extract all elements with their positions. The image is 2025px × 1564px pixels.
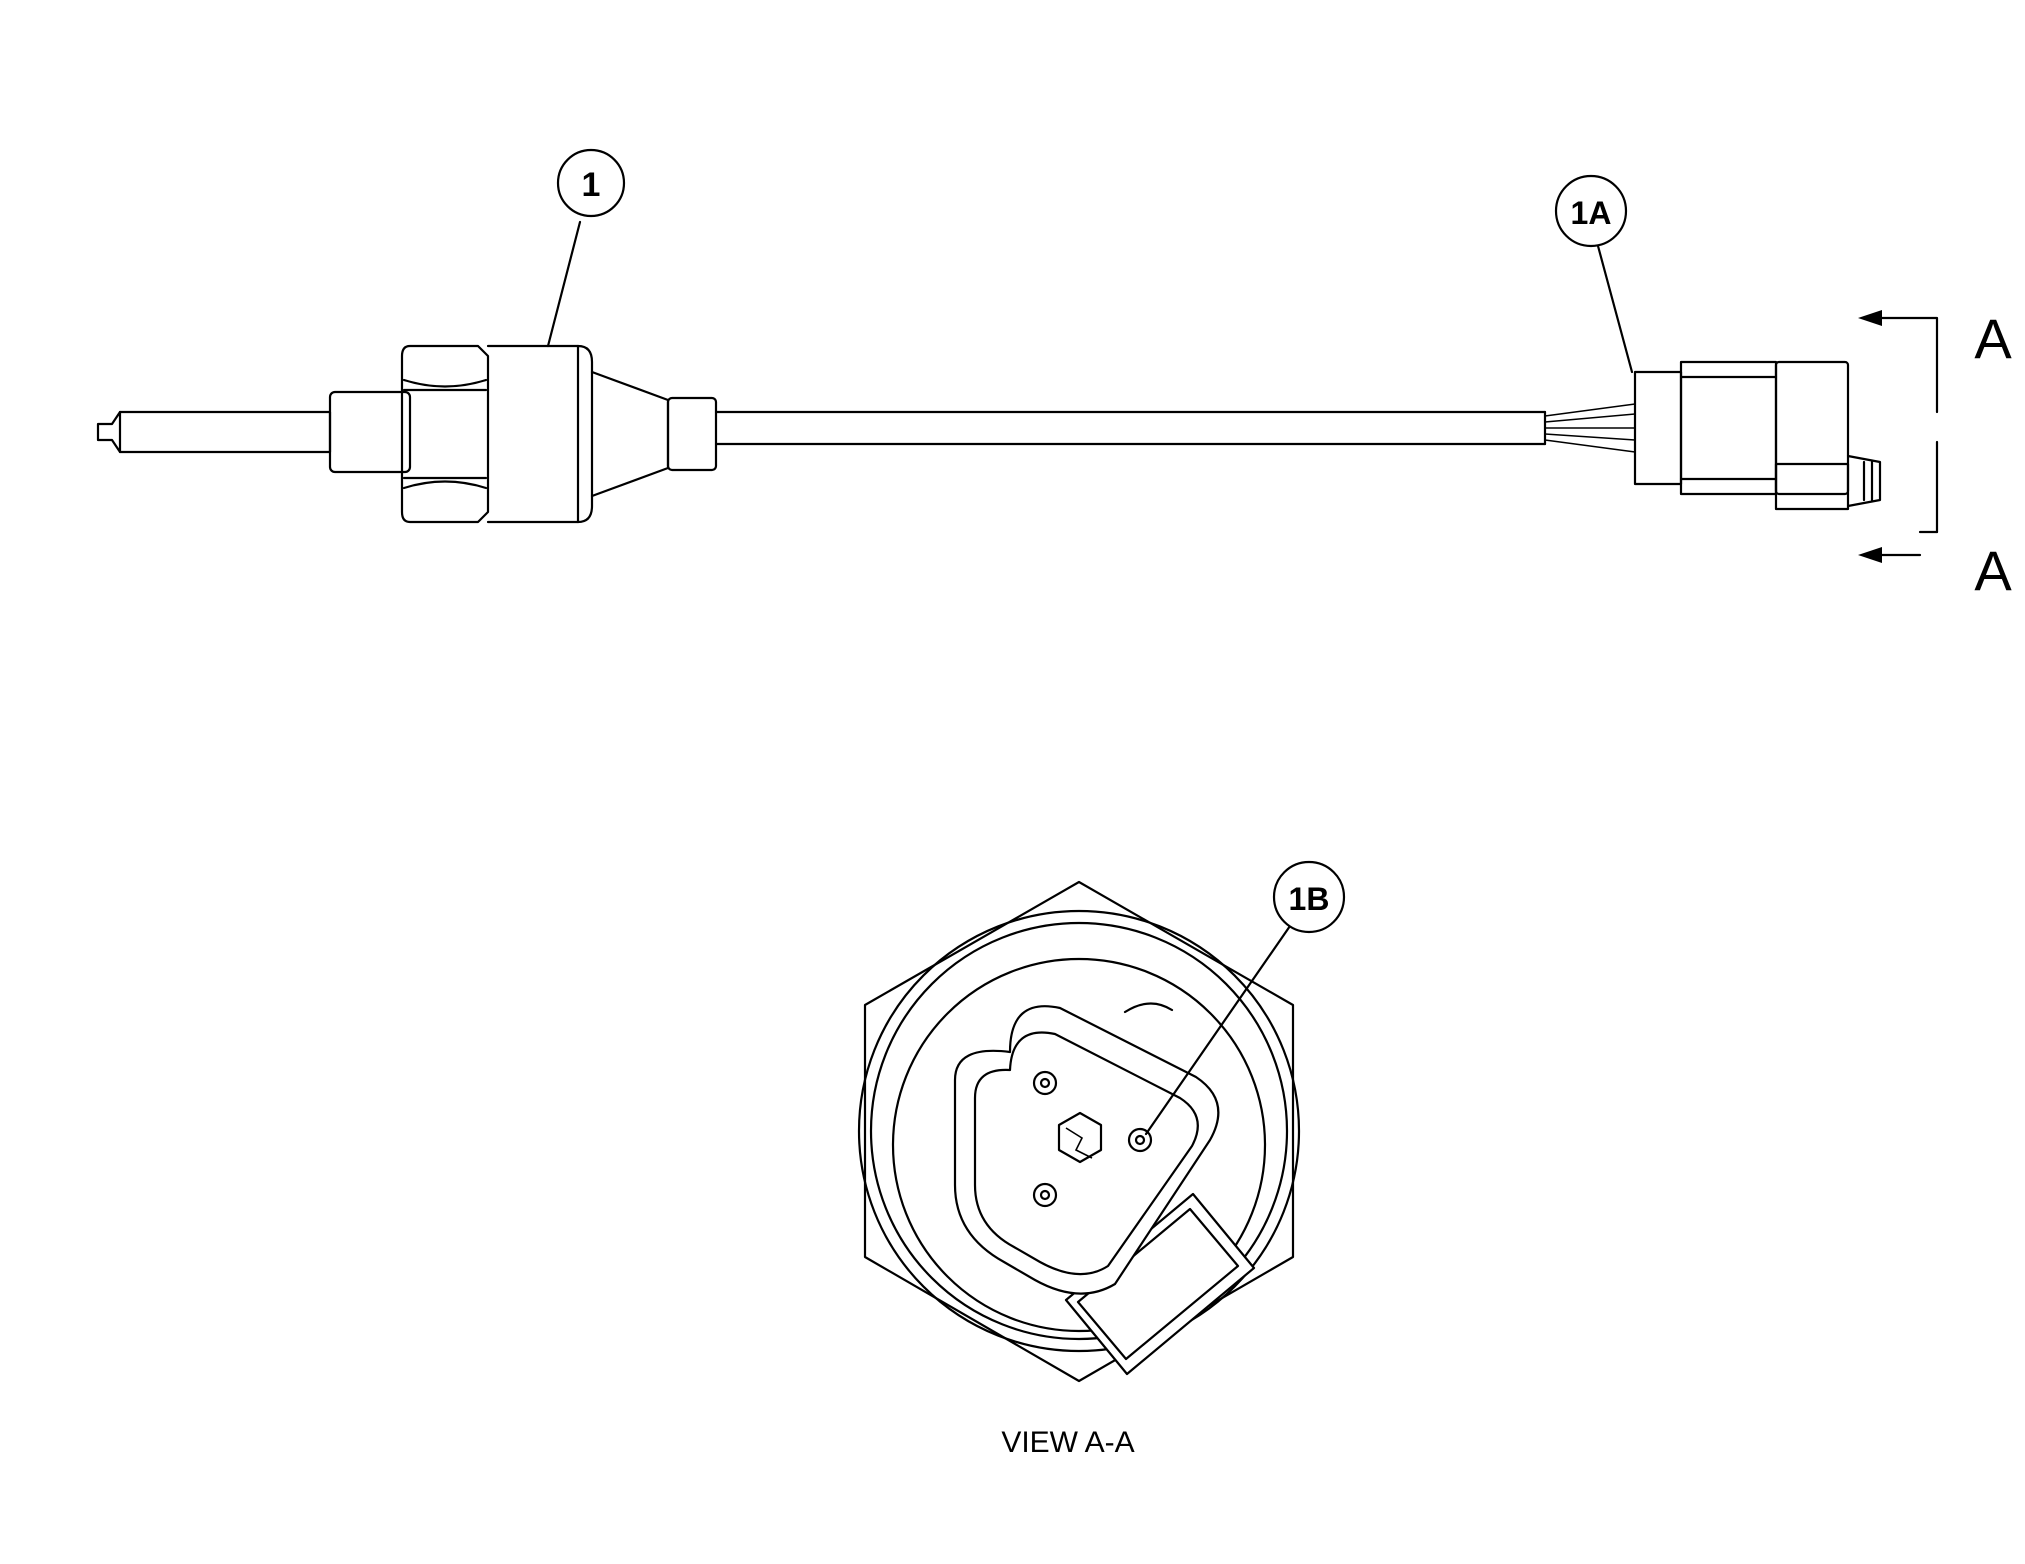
connector-housing [1633,360,1882,511]
section-label-bottom: A [1974,539,2012,602]
view-caption: VIEW A-A [1001,1426,1134,1459]
view-pin-2 [1032,1182,1058,1208]
view-a-a: VIEW A-A [857,880,1301,1459]
section-label-top: A [1974,307,2012,370]
connector-wires [1544,403,1636,453]
view-pin-1 [1032,1070,1058,1096]
section-arrow-bottom [1858,547,1882,563]
callout-1: 1 [546,148,626,348]
sensor-shoulder [328,390,412,474]
view-keying-hex [1057,1111,1103,1164]
section-arrow-top [1858,310,1882,326]
callout-1b-label: 1B [1289,881,1330,917]
section-line-a-a: A A [1858,307,2012,602]
callout-1-label: 1 [582,166,601,204]
sensor-taper [590,370,670,498]
view-outer-ring [857,909,1301,1353]
view-pin-3 [1127,1127,1153,1153]
view-hexagon [863,880,1295,1383]
callout-1a: 1A [1554,174,1634,374]
sensor-ferrule [666,396,718,472]
callout-1a-label: 1A [1571,195,1612,231]
view-connector-face [953,1005,1220,1295]
sensor-probe [96,410,332,454]
sensor-cable [714,410,1547,446]
callout-1b: 1B [1144,860,1346,1136]
sensor-hex-nut [400,344,490,524]
view-inner-ring [891,957,1267,1333]
sensor-side-view [96,344,1882,524]
sensor-body [486,344,594,524]
